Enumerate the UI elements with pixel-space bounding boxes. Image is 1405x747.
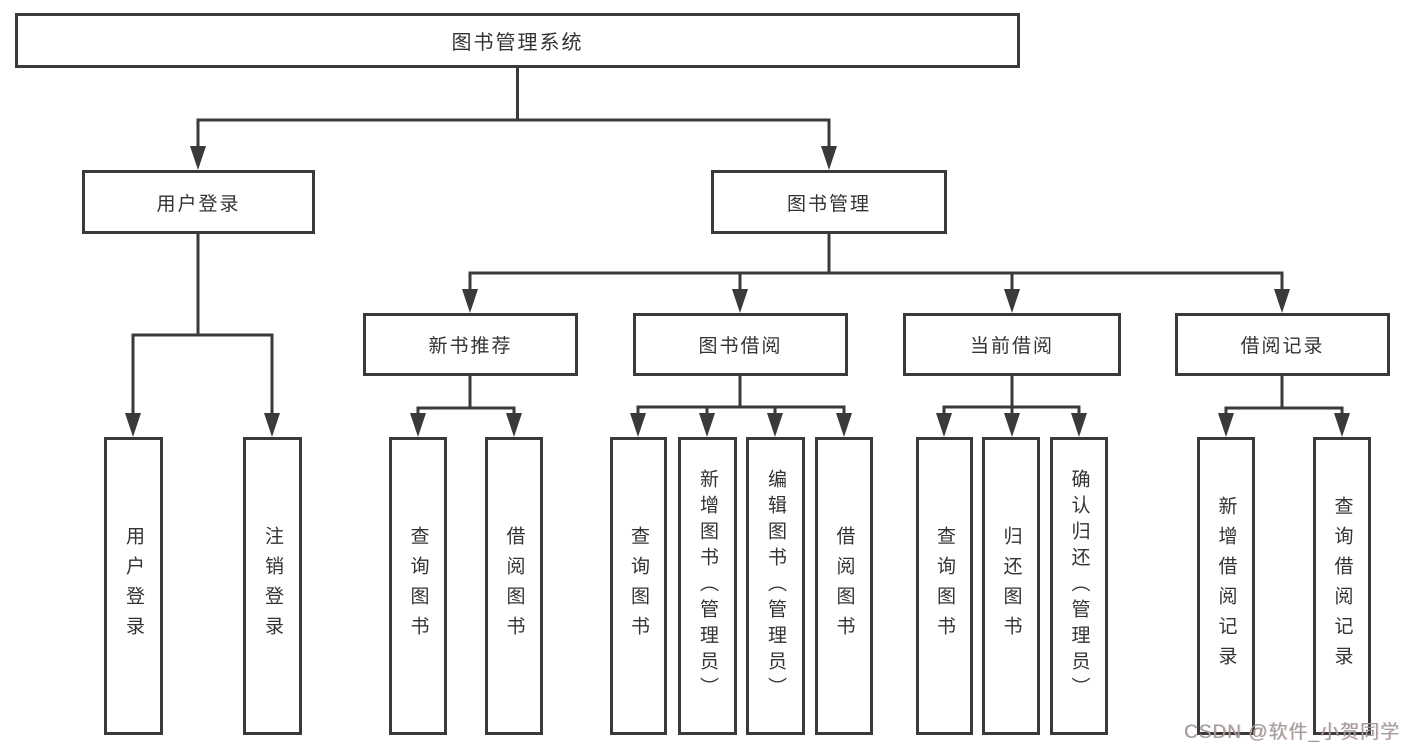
node-label: 新增借阅记录 [1215, 496, 1237, 676]
node-label: 新书推荐 [428, 336, 513, 357]
arrowheads-records-leaves [1218, 413, 1350, 437]
node-label: 用户登录 [156, 193, 241, 215]
arrowheads-level2 [190, 146, 837, 170]
arrowheads-level3 [462, 289, 1290, 313]
node-new-book-recommend: 新书推荐 [363, 313, 578, 376]
node-label: 编辑图书（管理员） [765, 469, 786, 703]
connector-userlogin-to-leaves [131, 234, 274, 418]
connector-records-to-leaves [1224, 376, 1344, 420]
leaf-add-borrow-record: 新增借阅记录 [1197, 437, 1255, 735]
node-book-management: 图书管理 [711, 170, 947, 234]
leaf-add-book-admin: 新增图书（管理员） [678, 437, 737, 735]
leaf-borrow-books-recommend: 借阅图书 [485, 437, 543, 735]
node-label: 图书管理系统 [451, 32, 584, 54]
node-borrow-records: 借阅记录 [1175, 313, 1390, 376]
node-current-borrow: 当前借阅 [903, 313, 1121, 376]
node-book-borrow: 图书借阅 [633, 313, 848, 376]
arrowheads-currentborrow-leaves [936, 413, 1087, 437]
leaf-query-books-borrow: 查询图书 [610, 437, 667, 735]
leaf-return-book: 归还图书 [982, 437, 1040, 735]
node-label: 查询图书 [628, 526, 649, 646]
node-label: 用户登录 [123, 526, 144, 646]
leaf-query-books-current: 查询图书 [916, 437, 973, 735]
node-label: 借阅图书 [503, 526, 525, 646]
arrowheads-newbook-leaves [410, 413, 522, 437]
node-label: 归还图书 [1000, 526, 1022, 646]
node-label: 注销登录 [262, 526, 283, 646]
connector-currentborrow-to-leaves [942, 376, 1081, 420]
leaf-user-login: 用户登录 [104, 437, 163, 735]
csdn-watermark: CSDN @软件_小贺同学 [1184, 722, 1400, 743]
leaf-borrow-books: 借阅图书 [815, 437, 873, 735]
connector-bookmgmt-to-level3 [468, 234, 1284, 294]
leaf-confirm-return-admin: 确认归还（管理员） [1050, 437, 1108, 735]
node-label: 图书借阅 [698, 336, 783, 357]
node-user-login: 用户登录 [82, 170, 315, 234]
node-label: 图书管理 [786, 193, 871, 215]
leaf-logout: 注销登录 [243, 437, 302, 735]
leaf-query-books-recommend: 查询图书 [389, 437, 447, 735]
connector-newbook-to-leaves [416, 376, 516, 420]
node-label: 确认归还（管理员） [1068, 469, 1090, 703]
arrowheads-bookborrow-leaves [630, 413, 852, 437]
connector-bookborrow-to-leaves [636, 376, 846, 420]
leaf-edit-book-admin: 编辑图书（管理员） [746, 437, 805, 735]
node-label: 查询图书 [934, 526, 955, 646]
leaf-query-borrow-record: 查询借阅记录 [1313, 437, 1371, 735]
node-label: 查询借阅记录 [1331, 496, 1353, 676]
node-label: 查询图书 [407, 526, 429, 646]
node-label: 当前借阅 [969, 336, 1054, 357]
node-library-management-system: 图书管理系统 [15, 13, 1020, 68]
node-label: 借阅图书 [833, 526, 855, 646]
node-label: 借阅记录 [1240, 336, 1325, 357]
connector-root-to-level2 [196, 68, 831, 150]
arrowheads-userlogin-leaves [125, 413, 280, 437]
node-label: 新增图书（管理员） [697, 469, 718, 703]
